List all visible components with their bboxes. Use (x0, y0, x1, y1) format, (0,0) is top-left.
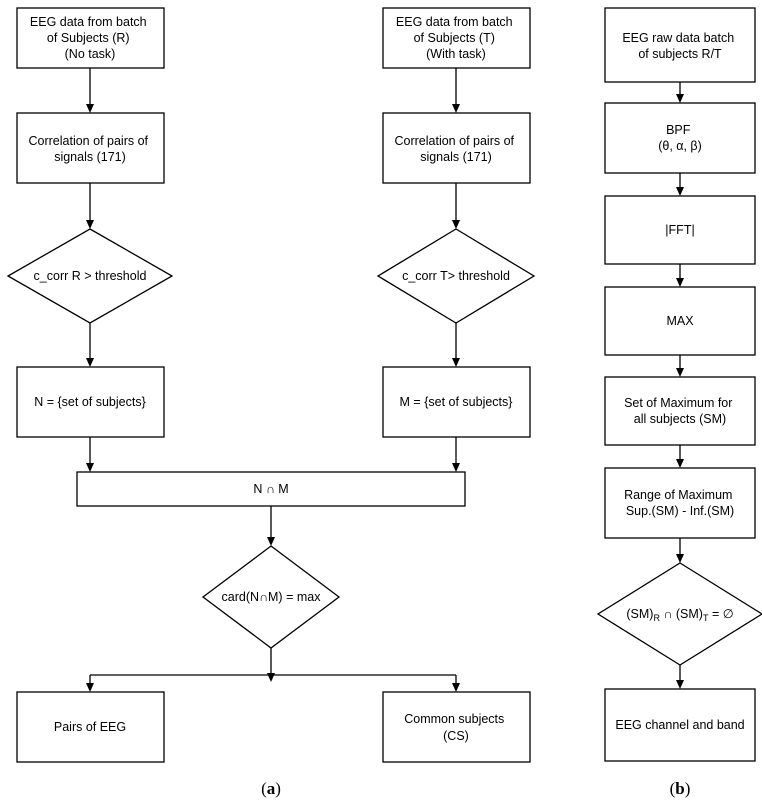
node-pairs-of-eeg: Pairs of EEG (16, 691, 165, 763)
svg-text:Correlation of pairs of: Correlation of pairs of signals (171) (395, 134, 518, 164)
svg-text:EEG data from batch of S: EEG data from batch of Subjects (R) (No … (30, 15, 150, 61)
node-set-of-maximum: Set of Maximum for all subjects (SM) (604, 376, 756, 446)
decision-sm-disjoint: (SM)R ∩ (SM)T = ∅ (596, 562, 762, 666)
decision-corr-t: c_corr T> threshold (376, 228, 536, 324)
svg-text:c_corr T> threshold: c_corr T> threshold (402, 269, 510, 283)
node-set-n: N = {set of subjects} (16, 366, 165, 438)
svg-text:Set of Maximum for all s: Set of Maximum for all subjects (SM) (624, 396, 736, 426)
caption-a: (a) (261, 779, 281, 798)
node-intersection: N ∩ M (76, 471, 466, 507)
caption-b: (b) (670, 779, 691, 798)
svg-text:Range of Maximum Sup.(SM: Range of Maximum Sup.(SM) - Inf.(SM) (624, 488, 736, 518)
svg-text:Pairs of EEG: Pairs of EEG (54, 720, 126, 734)
svg-text:M = {set of subjects}: M = {set of subjects} (400, 395, 513, 409)
node-fft: |FFT| (604, 195, 756, 265)
node-correlation-t: Correlation of pairs of signals (171) (382, 112, 531, 184)
svg-text:Correlation of pairs of: Correlation of pairs of signals (171) (29, 134, 152, 164)
edges-panel-b (676, 82, 684, 689)
node-common-subjects: Common subjects (CS) (382, 691, 531, 763)
node-eeg-channel-band: EEG channel and band (604, 688, 756, 762)
svg-text:EEG data from batch of S: EEG data from batch of Subjects (T) (Wit… (396, 15, 516, 61)
node-bpf: BPF (θ, α, β) (604, 102, 756, 174)
decision-sm-formula: (SM)R ∩ (SM)T = ∅ (626, 607, 733, 623)
svg-text:EEG raw data batch of su: EEG raw data batch of subjects R/T (622, 31, 737, 61)
svg-text:EEG channel and band: EEG channel and band (615, 718, 744, 732)
svg-text:BPF (θ, α, β): BPF (θ, α, β) (658, 123, 702, 153)
edges-panel-a (86, 68, 460, 692)
svg-text:card(N∩M) = max: card(N∩M) = max (222, 590, 322, 604)
decision-card-max: card(N∩M) = max (201, 545, 341, 649)
node-eeg-data-r: EEG data from batch of Subjects (R) (No … (16, 7, 165, 69)
svg-text:|FFT|: |FFT| (665, 223, 694, 237)
node-max: MAX (604, 286, 756, 356)
node-eeg-data-t: EEG data from batch of Subjects (T) (Wit… (382, 7, 531, 69)
decision-corr-r: c_corr R > threshold (6, 228, 174, 324)
svg-text:N = {set of subjects}: N = {set of subjects} (34, 395, 146, 409)
svg-text:Common subjects (CS): Common subjects (CS) (404, 712, 508, 743)
svg-text:MAX: MAX (666, 314, 694, 328)
svg-text:c_corr R > threshold: c_corr R > threshold (34, 269, 147, 283)
node-range-of-maximum: Range of Maximum Sup.(SM) - Inf.(SM) (604, 467, 756, 539)
node-set-m: M = {set of subjects} (382, 366, 531, 438)
svg-text:N ∩ M: N ∩ M (253, 482, 288, 496)
node-correlation-r: Correlation of pairs of signals (171) (16, 112, 165, 184)
node-raw-data: EEG raw data batch of subjects R/T (604, 7, 756, 83)
